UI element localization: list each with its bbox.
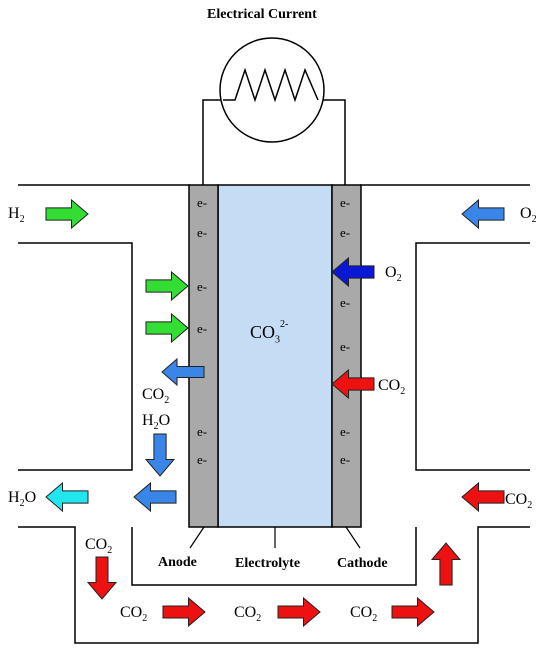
- anode-label: Anode: [158, 555, 197, 570]
- anode-electron: e-: [197, 452, 208, 467]
- co2-bottom-label-1: CO2: [120, 604, 148, 625]
- o2-inlet-label: O2: [520, 205, 537, 226]
- cathode-electron: e-: [340, 295, 351, 310]
- cathode-electron: e-: [340, 339, 351, 354]
- flow-arrows: [45, 198, 505, 628]
- arrow-icon: [162, 596, 206, 628]
- label-box: [131, 527, 417, 586]
- circuit-wire-right: [318, 99, 346, 185]
- ion-sup: 2-: [280, 319, 289, 330]
- cathode-electron: e-: [340, 195, 351, 210]
- h2o-outlet-label: H2O: [8, 489, 37, 510]
- arrow-icon: [144, 433, 176, 477]
- ion-sub: 3: [275, 334, 281, 346]
- arrow-icon: [133, 481, 177, 513]
- cathode-channel-wall: [415, 242, 530, 471]
- anode-channel-wall: [18, 242, 133, 471]
- diagram-title: Electrical Current: [207, 7, 317, 22]
- cathode-label: Cathode: [337, 556, 388, 571]
- arrow-icon: [277, 596, 321, 628]
- circuit-wire-left: [202, 99, 225, 185]
- arrow-icon: [145, 312, 189, 344]
- outer-loop-channel: [18, 526, 530, 644]
- h2-inlet-label: H2: [8, 205, 25, 226]
- electrolyte-ion-label: CO3 2-: [250, 320, 288, 346]
- cathode-electron: e-: [340, 225, 351, 240]
- co2-anode-label: CO2: [142, 386, 170, 407]
- anode-electron: e-: [197, 279, 208, 294]
- anode-electron: e-: [197, 195, 208, 210]
- arrow-icon: [145, 270, 189, 302]
- o2-cathode-label: O2: [385, 264, 402, 285]
- arrow-icon: [45, 481, 89, 513]
- co2-bottom-label-2: CO2: [234, 604, 262, 625]
- arrow-icon: [461, 481, 505, 513]
- co2-cathode-label: CO2: [378, 377, 406, 398]
- cathode-layer: [331, 184, 362, 528]
- cathode-electron: e-: [340, 424, 351, 439]
- anode-electron: e-: [197, 424, 208, 439]
- anode-electron: e-: [197, 225, 208, 240]
- arrow-icon: [331, 368, 375, 400]
- anode-leader-line: [189, 526, 205, 549]
- cathode-leader-line: [345, 526, 361, 549]
- arrow-icon: [430, 542, 462, 586]
- arrow-icon: [45, 198, 89, 230]
- electrolyte-layer: [217, 184, 333, 528]
- electrolyte-label: Electrolyte: [235, 556, 301, 571]
- arrow-icon: [161, 357, 205, 387]
- resistor-icon: [219, 37, 325, 143]
- co2-right-inlet-label: CO2: [505, 491, 533, 512]
- h2o-anode-label: H2O: [142, 412, 171, 433]
- ion-base: CO: [250, 322, 276, 342]
- cathode-electron: e-: [340, 452, 351, 467]
- arrow-icon: [331, 256, 375, 288]
- arrow-icon: [461, 198, 505, 230]
- anode-electron: e-: [197, 321, 208, 336]
- co2-down-label: CO2: [85, 536, 113, 557]
- co2-bottom-label-3: CO2: [350, 604, 378, 625]
- arrow-icon: [86, 556, 118, 600]
- arrow-icon: [391, 596, 435, 628]
- anode-layer: [188, 184, 219, 528]
